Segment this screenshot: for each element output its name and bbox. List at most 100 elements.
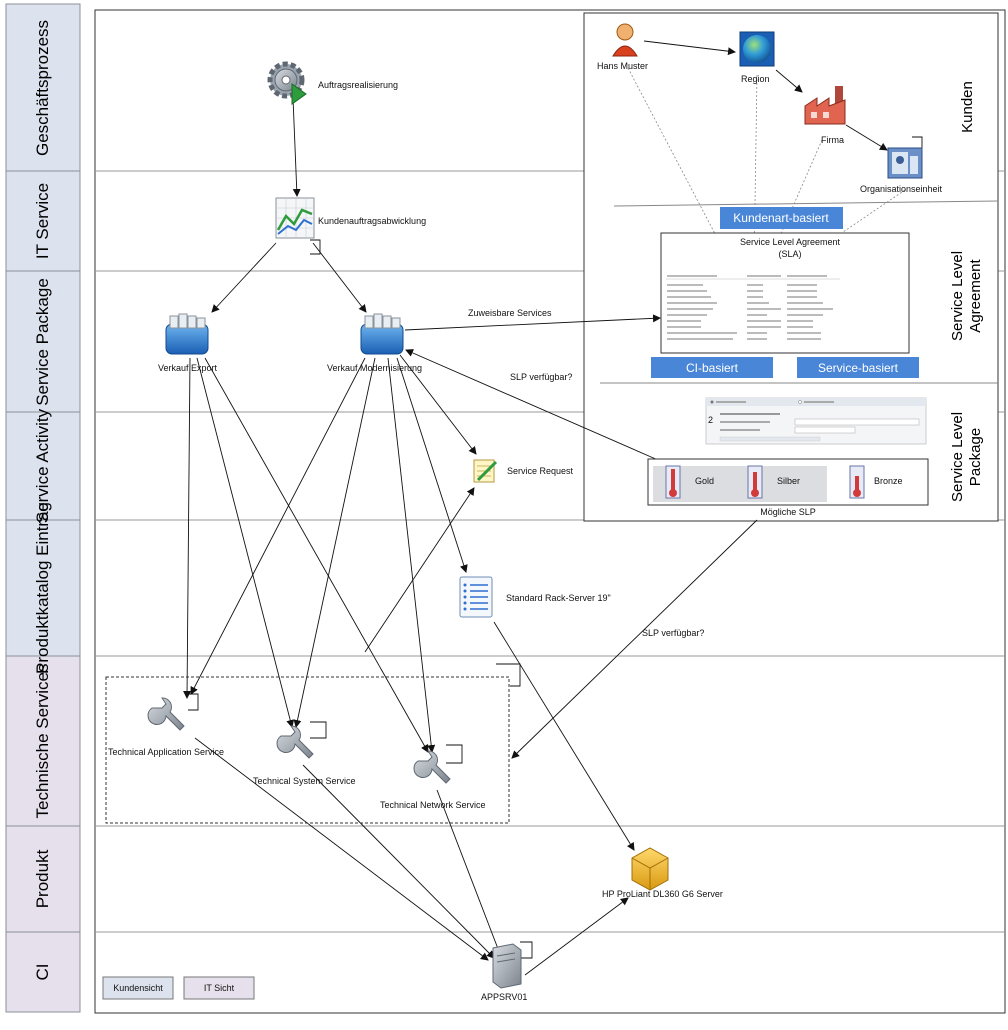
ci-basiert-button[interactable]: CI-basiert bbox=[651, 357, 773, 378]
node-label: Standard Rack-Server 19" bbox=[506, 593, 611, 603]
node-firma[interactable]: Firma bbox=[804, 86, 846, 145]
sla-box[interactable]: Service Level Agreement (SLA) bbox=[660, 232, 910, 354]
thermometer-icon bbox=[665, 465, 681, 499]
node-appsrv01[interactable]: APPSRV01 bbox=[481, 943, 527, 1002]
node-label: HP ProLiant DL360 G6 Server bbox=[602, 889, 723, 899]
svg-text:Kundensicht: Kundensicht bbox=[113, 983, 163, 993]
org-unit-icon bbox=[887, 147, 923, 179]
self-loops bbox=[188, 136, 923, 959]
slp-bronze[interactable]: Bronze bbox=[849, 465, 903, 499]
wrench-icon bbox=[147, 697, 185, 731]
lane-label-service-package: Service Package bbox=[33, 278, 52, 406]
svg-text:Kundenart-basiert: Kundenart-basiert bbox=[733, 211, 829, 225]
edge-sys-appsrv bbox=[302, 764, 495, 959]
edge-export-app bbox=[183, 357, 192, 699]
lane-header-service-package bbox=[5, 270, 81, 413]
panel-divider-1 bbox=[613, 200, 999, 207]
edge-appsrv-hp bbox=[524, 897, 629, 976]
document-list-icon bbox=[459, 576, 493, 618]
edge-rack-hp bbox=[493, 621, 635, 851]
sla-title-line2: (SLA) bbox=[778, 249, 801, 259]
node-technical-application-service[interactable]: Technical Application Service bbox=[108, 697, 224, 757]
svg-text:Service-basiert: Service-basiert bbox=[818, 361, 899, 375]
node-label: Kundenauftragsabwicklung bbox=[318, 216, 426, 226]
svg-text:Service Level: Service Level bbox=[949, 412, 966, 502]
node-verkauf-export[interactable]: Verkauf Export bbox=[158, 313, 218, 373]
node-hp-proliant[interactable]: HP ProLiant DL360 G6 Server bbox=[602, 847, 723, 899]
edge-modern-sla bbox=[404, 314, 661, 331]
wrench-icon bbox=[413, 750, 451, 784]
svg-text:CI-basiert: CI-basiert bbox=[686, 361, 739, 375]
kundenart-button[interactable]: Kundenart-basiert bbox=[720, 207, 843, 229]
node-label: Verkauf Modernisierung bbox=[327, 363, 422, 373]
svg-text:Agreement: Agreement bbox=[967, 258, 984, 332]
node-label: Organisationseinheit bbox=[860, 184, 943, 194]
lane-header-produktkatalog bbox=[5, 519, 81, 657]
slp-silber[interactable]: Silber bbox=[747, 465, 800, 499]
sla-table-thumbnail bbox=[666, 275, 840, 340]
node-kundenauftragsabwicklung[interactable]: Kundenauftragsabwicklung bbox=[275, 197, 426, 239]
node-label: Firma bbox=[821, 135, 844, 145]
svg-text:Silber: Silber bbox=[777, 476, 800, 486]
node-hans-muster[interactable]: Hans Muster bbox=[597, 23, 648, 71]
lane-label-service-activity: Service Activity bbox=[33, 408, 52, 523]
service-basiert-button[interactable]: Service-basiert bbox=[797, 357, 919, 378]
slp-box[interactable]: Gold Silber Bronze bbox=[647, 458, 929, 506]
thermometer-icon bbox=[747, 465, 763, 499]
legend-it-sicht: IT Sicht bbox=[183, 976, 255, 1000]
section-title-sla: Service Level Agreement bbox=[949, 251, 984, 341]
notepad-pencil-icon bbox=[473, 459, 498, 483]
edge-auftrag-kunden bbox=[292, 97, 301, 197]
lane-header-ci bbox=[5, 931, 81, 1013]
technical-services-group bbox=[105, 676, 510, 824]
node-organisationseinheit[interactable]: Organisationseinheit bbox=[860, 147, 943, 194]
node-auftragsrealisierung[interactable]: Auftragsrealisierung bbox=[267, 61, 398, 105]
node-label: APPSRV01 bbox=[481, 992, 527, 1002]
package-icon bbox=[360, 313, 404, 355]
edge-modern-rack bbox=[396, 357, 468, 573]
section-title-kunden: Kunden bbox=[959, 81, 976, 133]
node-label: Service Request bbox=[507, 466, 574, 476]
edge-label-zuweisbare: Zuweisbare Services bbox=[468, 308, 552, 318]
node-standard-rack-server[interactable]: Standard Rack-Server 19" bbox=[459, 576, 611, 618]
lane-header-geschaeftsprozess bbox=[5, 3, 81, 172]
section-title-slp: Service Level Package bbox=[949, 412, 984, 502]
edge-modern-app bbox=[190, 357, 366, 695]
edge-export-net bbox=[204, 357, 429, 753]
lane-label-ci: CI bbox=[33, 964, 52, 981]
lane-label-produkt: Produkt bbox=[33, 849, 52, 908]
edge-export-sys bbox=[196, 357, 295, 728]
edge-kunden-export bbox=[211, 242, 277, 313]
svg-text:Bronze: Bronze bbox=[874, 476, 903, 486]
edge-modern-net bbox=[387, 357, 436, 753]
slp-gold[interactable]: Gold bbox=[665, 465, 714, 499]
svg-text:2: 2 bbox=[708, 415, 713, 425]
edge-kunden-modern bbox=[312, 242, 367, 313]
content-frame bbox=[94, 9, 1006, 1014]
edge-label-slp1: SLP verfügbar? bbox=[510, 372, 572, 382]
svg-text:Gold: Gold bbox=[695, 476, 714, 486]
edges bbox=[183, 40, 888, 976]
line-chart-icon bbox=[275, 197, 315, 239]
globe-icon bbox=[739, 31, 775, 67]
factory-icon bbox=[804, 86, 846, 125]
lane-labels: Geschäftsprozess IT Service Service Pack… bbox=[33, 20, 52, 981]
slp-config-thumbnail: 2 bbox=[705, 397, 927, 445]
edge-label-slp2: SLP verfügbar? bbox=[642, 628, 704, 638]
node-region[interactable]: Region bbox=[739, 31, 775, 84]
edge-region-firma bbox=[775, 69, 803, 93]
svg-text:IT Sicht: IT Sicht bbox=[204, 983, 235, 993]
edge-firma-org bbox=[845, 124, 888, 151]
node-label: Region bbox=[741, 74, 770, 84]
node-technical-system-service[interactable]: Technical System Service bbox=[253, 725, 356, 786]
lane-label-it-service: IT Service bbox=[33, 183, 52, 259]
node-technical-network-service[interactable]: Technical Network Service bbox=[380, 750, 486, 810]
node-label: Verkauf Export bbox=[158, 363, 218, 373]
lane-headers bbox=[5, 3, 81, 1013]
node-verkauf-modernisierung[interactable]: Verkauf Modernisierung bbox=[327, 313, 422, 373]
lane-header-technische-services bbox=[5, 655, 81, 827]
edge-slp-modern bbox=[405, 349, 659, 461]
node-label: Hans Muster bbox=[597, 61, 648, 71]
node-service-request[interactable]: Service Request bbox=[473, 459, 574, 483]
